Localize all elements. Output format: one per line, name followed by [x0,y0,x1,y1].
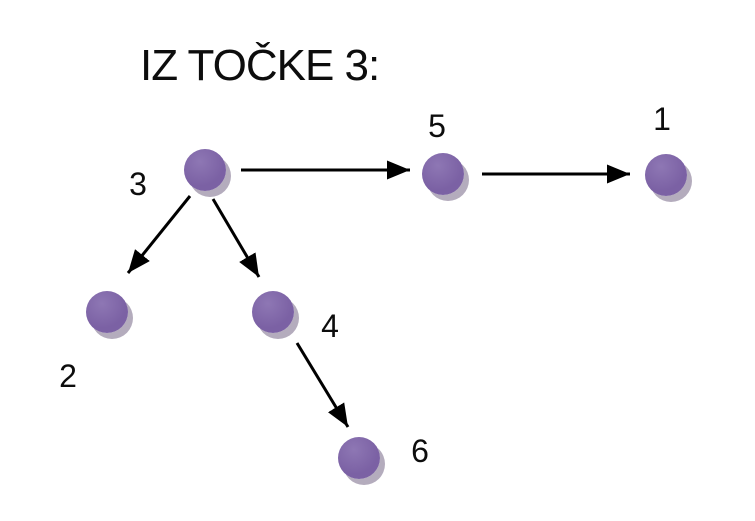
edge-3-4 [211,198,261,278]
node-2 [86,291,128,333]
node-label-1: 1 [653,101,671,137]
edge-4-6 [295,342,350,428]
node-1 [645,154,687,196]
node-3 [184,149,226,191]
node-4 [252,291,294,333]
node-label-3: 3 [129,166,147,202]
node-label-6: 6 [411,433,429,469]
node-label-2: 2 [59,358,77,394]
node-label-5: 5 [428,108,446,144]
node-6 [338,437,380,479]
diagram-title: IZ TOČKE 3: [140,41,380,90]
node-5 [422,153,464,195]
edge-3-2 [126,195,192,274]
node-label-4: 4 [321,308,339,344]
